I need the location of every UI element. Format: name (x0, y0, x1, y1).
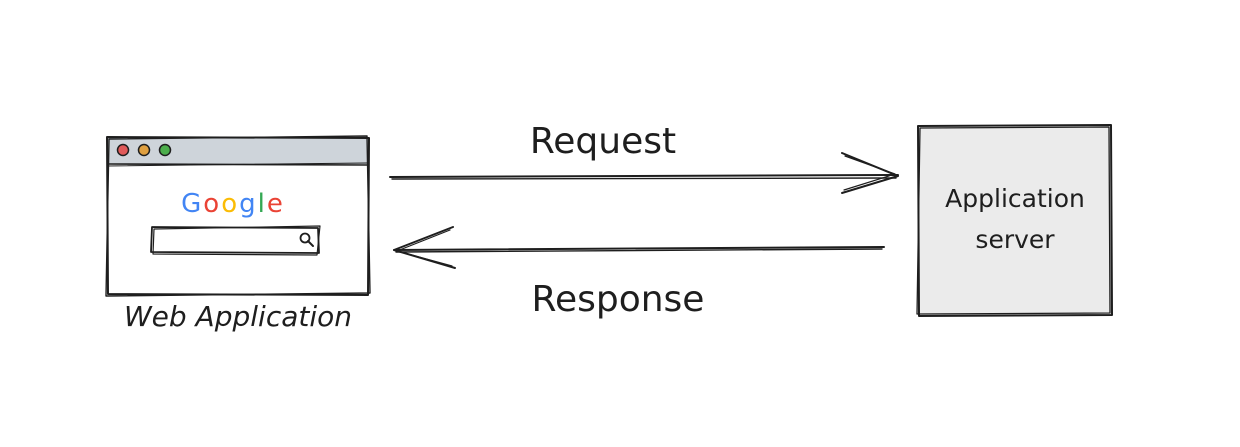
web-application-window: Google (105, 135, 371, 297)
maximize-dot-icon (158, 143, 172, 157)
search-input-overdraw (152, 225, 321, 256)
minimize-dot-icon (137, 143, 151, 157)
response-arrow (393, 226, 885, 269)
browser-titlebar (108, 138, 368, 164)
search-input[interactable] (150, 226, 320, 254)
response-label: Response (532, 279, 705, 320)
logo-letter: g (239, 189, 258, 219)
logo-letter: o (221, 189, 239, 219)
logo-letter: l (258, 189, 267, 219)
logo-letter: e (267, 189, 285, 219)
web-application-label: Web Application (124, 300, 352, 333)
browser-titlebar-divider-overdraw (106, 162, 368, 167)
search-icon[interactable] (299, 232, 314, 247)
request-arrow (389, 152, 899, 194)
google-logo: Google (181, 189, 285, 219)
browser-frame-overdraw (105, 135, 371, 297)
logo-letter: G (181, 189, 203, 219)
request-label: Request (530, 121, 676, 162)
server-fill (919, 127, 1111, 315)
application-server-box (916, 124, 1113, 317)
server-label-line2: server (975, 225, 1055, 254)
server-label-line1: Application (945, 184, 1085, 213)
close-dot-icon (116, 143, 130, 157)
logo-letter: o (203, 189, 221, 219)
